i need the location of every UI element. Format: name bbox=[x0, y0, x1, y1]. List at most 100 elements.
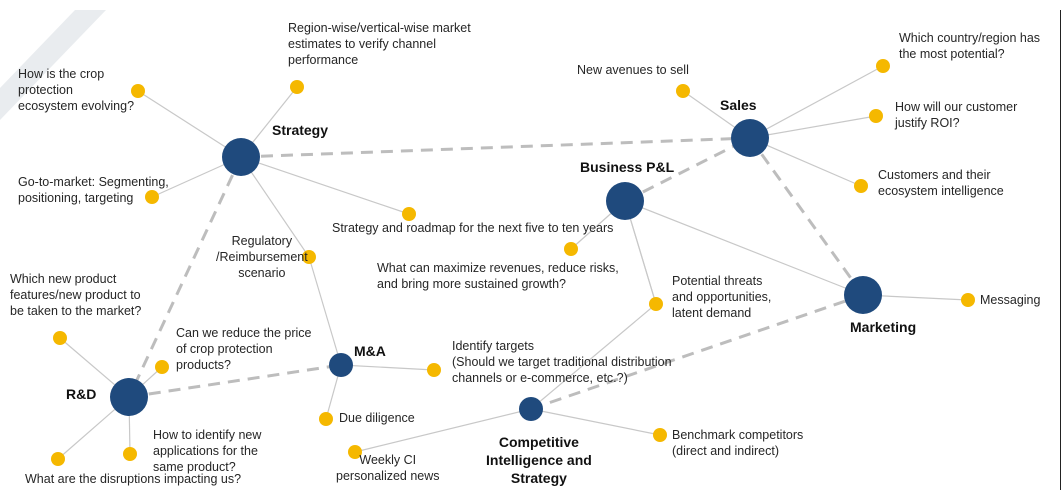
leaf-label-line: Go-to-market: Segmenting, bbox=[18, 175, 169, 189]
link-ci-l12 bbox=[354, 408, 532, 453]
leaf-label-line: New avenues to sell bbox=[577, 63, 689, 77]
leaf-label-line: Potential threats bbox=[672, 274, 763, 288]
dashed-link-bizpl-sales bbox=[624, 136, 751, 203]
hub-label-rnd: R&D bbox=[66, 385, 96, 403]
leaf-label-l20: Messaging bbox=[980, 292, 1040, 308]
link-sales-l17 bbox=[749, 65, 884, 139]
dashed-link-strategy-sales bbox=[240, 136, 751, 159]
hub-label-bizpl: Business P&L bbox=[580, 158, 674, 176]
leaf-label-line: Strategy and roadmap for the next five t… bbox=[332, 221, 614, 235]
leaf-node-l15 bbox=[649, 297, 663, 311]
leaf-node-l17 bbox=[876, 59, 890, 73]
leaf-node-l13 bbox=[653, 428, 667, 442]
link-strategy-l4 bbox=[240, 156, 410, 215]
leaf-label-l10: Due diligence bbox=[339, 410, 415, 426]
hub-label-line: Sales bbox=[720, 97, 757, 113]
leaf-node-l19 bbox=[854, 179, 868, 193]
hub-node-strategy bbox=[222, 138, 260, 176]
leaf-label-line: How to identify new bbox=[153, 428, 262, 442]
leaf-label-l14: What can maximize revenues, reduce risks… bbox=[377, 260, 619, 292]
leaf-label-l11: Identify targets(Should we target tradit… bbox=[452, 338, 672, 386]
leaf-node-l5 bbox=[302, 250, 316, 264]
leaf-node-l16 bbox=[676, 84, 690, 98]
leaf-node-l2 bbox=[290, 80, 304, 94]
leaf-label-line: justify ROI? bbox=[895, 116, 960, 130]
leaf-label-line: personalized news bbox=[336, 469, 440, 483]
leaf-label-line: Can we reduce the price bbox=[176, 326, 312, 340]
leaf-label-line: performance bbox=[288, 53, 359, 67]
leaf-label-l12: Weekly CI personalized news bbox=[336, 452, 440, 484]
leaf-label-line: (direct and indirect) bbox=[672, 444, 779, 458]
frame-border bbox=[1060, 10, 1061, 490]
leaf-label-line: be taken to the market? bbox=[10, 304, 142, 318]
leaf-node-l11 bbox=[427, 363, 441, 377]
leaf-label-l9: What are the disruptions impacting us? bbox=[25, 471, 241, 487]
leaf-node-l20 bbox=[961, 293, 975, 307]
leaf-node-l10 bbox=[319, 412, 333, 426]
link-mna-l11 bbox=[340, 364, 435, 371]
hub-label-line: R&D bbox=[66, 386, 97, 402]
leaf-label-l15: Potential threats and opportunities, laten… bbox=[672, 273, 771, 321]
hub-label-marketing: Marketing bbox=[850, 318, 916, 336]
leaf-label-l16: New avenues to sell bbox=[577, 62, 689, 78]
hub-label-sales: Sales bbox=[720, 96, 757, 114]
link-l15-ci bbox=[530, 303, 657, 410]
hub-label-line: Strategy bbox=[510, 470, 567, 486]
leaf-label-l4: Strategy and roadmap for the next five t… bbox=[332, 220, 613, 236]
leaf-label-line: Region-wise/vertical-wise market bbox=[288, 21, 471, 35]
leaf-node-l14 bbox=[564, 242, 578, 256]
hub-label-line: Strategy bbox=[272, 122, 329, 138]
leaf-label-l7: Can we reduce the price of crop protectio… bbox=[176, 325, 312, 373]
dashed-link-sales-marketing bbox=[748, 137, 865, 296]
hub-label-line: M&A bbox=[354, 343, 386, 359]
hub-label-mna: M&A bbox=[354, 342, 386, 360]
leaf-label-line: How will our customer bbox=[895, 100, 1018, 114]
hub-node-bizpl bbox=[606, 182, 644, 220]
leaf-label-line: and bring more sustained growth? bbox=[377, 277, 567, 291]
leaf-label-line: latent demand bbox=[672, 306, 752, 320]
hub-label-line: Intelligence and bbox=[486, 452, 592, 468]
leaf-label-line: Regulatory bbox=[231, 234, 293, 248]
leaf-label-l3: Go-to-market: Segmenting,positioning, ta… bbox=[18, 174, 169, 206]
hub-node-marketing bbox=[844, 276, 882, 314]
leaf-node-l7 bbox=[155, 360, 169, 374]
dashed-link-rnd-mna bbox=[128, 363, 342, 399]
leaf-label-line: ecosystem intelligence bbox=[878, 184, 1004, 198]
leaf-label-line: Which new product bbox=[10, 272, 117, 286]
hub-node-rnd bbox=[110, 378, 148, 416]
leaf-label-line: What can maximize revenues, reduce risks… bbox=[377, 261, 619, 275]
leaf-node-l3 bbox=[145, 190, 159, 204]
leaf-node-l4 bbox=[402, 207, 416, 221]
link-mna-l5 bbox=[308, 256, 342, 366]
leaf-label-l5: Regulatory/Reimbursement scenario bbox=[216, 233, 308, 281]
leaf-label-line: ecosystem evolving? bbox=[18, 99, 135, 113]
leaf-label-line: channels or e-commerce, etc.?) bbox=[452, 371, 628, 385]
link-sales-l18 bbox=[749, 115, 877, 139]
hub-label-line: Competitive bbox=[498, 434, 579, 450]
leaf-node-l18 bbox=[869, 109, 883, 123]
leaf-node-l6 bbox=[53, 331, 67, 345]
leaf-label-line: What are the disruptions impacting us? bbox=[25, 472, 242, 486]
leaf-label-line: Weekly CI bbox=[359, 453, 417, 467]
leaf-label-line: the most potential? bbox=[899, 47, 1005, 61]
leaf-label-line: products? bbox=[176, 358, 231, 372]
link-bizpl-marketing bbox=[624, 200, 864, 296]
hub-node-mna bbox=[329, 353, 353, 377]
leaf-label-line: Messaging bbox=[980, 293, 1041, 307]
leaf-node-l12 bbox=[348, 445, 362, 459]
leaf-label-line: of crop protection bbox=[176, 342, 273, 356]
leaf-label-line: /Reimbursement bbox=[216, 250, 308, 264]
leaf-label-line: applications for the bbox=[153, 444, 258, 458]
leaf-label-line: and opportunities, bbox=[672, 290, 772, 304]
leaf-label-line: scenario bbox=[238, 266, 286, 280]
leaf-node-l9 bbox=[51, 452, 65, 466]
hub-label-line: Marketing bbox=[850, 319, 917, 335]
hub-node-ci bbox=[519, 397, 543, 421]
decor-stripe bbox=[0, 10, 106, 120]
